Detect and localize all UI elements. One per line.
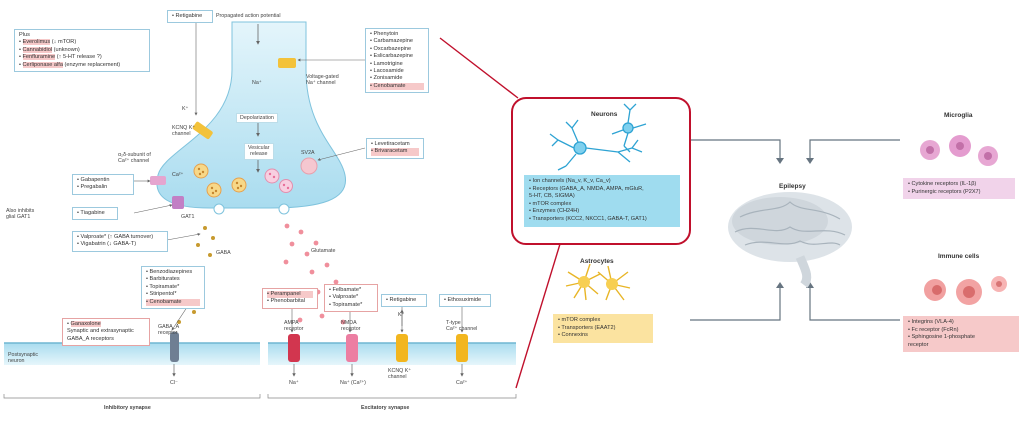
microglia-targets-list: • Cytokine receptors (IL-1β) • Purinergi…	[903, 178, 1015, 200]
drug-fenfluramine: Fenfluramine	[22, 54, 56, 61]
also-inhibits-label: Also inhibits glial GAT1	[6, 208, 35, 221]
ampa-receptor-label: AMPA receptor	[284, 320, 304, 333]
nmda-drugs-box: • Felbamate* • Valproate* • Topiramate*	[324, 284, 378, 313]
microglia-illustration	[920, 135, 998, 166]
retigabine-bottom-box: • Retigabine	[381, 294, 427, 308]
gat1-transporter	[172, 196, 184, 209]
postsynaptic-neuron-label: Postsynaptic neuron	[8, 352, 39, 365]
kcnq-label: KCNQ K⁺ channel	[172, 125, 196, 138]
immune-cells-illustration	[924, 276, 1007, 305]
gabaa-modulators-box: • Benzodiazepines • Barbiturates • Topir…	[141, 266, 205, 310]
glutamate-label: Glutamate	[311, 248, 336, 254]
ttype-channel	[456, 334, 468, 362]
a2d-channel	[150, 176, 166, 185]
ca-ion-bottom-label: Ca²⁺	[456, 380, 468, 386]
neurons-title: Neurons	[591, 111, 618, 118]
kcnq-channel-top	[192, 121, 213, 140]
immune-cells-title: Immune cells	[938, 253, 980, 260]
vesicular-release-label: Vesicular release	[244, 143, 274, 160]
cl-ion-label: Cl⁻	[170, 380, 178, 386]
tiagabine-box: • Tiagabine	[72, 207, 118, 221]
drug-cenobamate-na: Cenobamate	[373, 82, 406, 89]
na-ca-ion-label: Na⁺ (Ca²⁺)	[340, 380, 366, 386]
neuron-connector-top	[439, 37, 519, 99]
nmda-receptor-label: NMDA receptor	[341, 320, 361, 333]
brain-illustration	[728, 192, 852, 288]
neurons-targets-list: • Ion channels (Na_v, K_v, Ca_v) • Recep…	[524, 175, 680, 227]
na-channel-label: Voltage-gated Na⁺ channel	[306, 74, 339, 87]
gabapentin-box: • Gabapentin • Pregabalin	[72, 174, 134, 195]
gat1-label: GAT1	[181, 214, 195, 220]
k-ion-label: K⁺	[182, 106, 189, 112]
valproate-vigabatrin-box: • Valproate* (↑ GABA turnover) • Vigabat…	[72, 231, 168, 252]
k-ion-bottom-label: K⁺	[398, 312, 405, 318]
ganaxolone-box: • Ganaxolone Synaptic and extrasynaptic …	[62, 318, 150, 347]
a2d-subunit-label: α₂δ-subunit of Ca²⁺ channel	[118, 152, 151, 165]
kcnq-bottom-label: KCNQ K⁺ channel	[388, 368, 412, 381]
microglia-title: Microglia	[944, 112, 973, 119]
sv2a-drugs-box: • Levetiracetam • Brivaracetam	[366, 138, 424, 159]
postsynaptic-membrane-inhibitory	[4, 343, 260, 365]
plus-box-title: Plus	[19, 32, 30, 38]
astrocyte-illustration	[565, 263, 631, 301]
drug-cenobamate-gabaa: Cenobamate	[149, 298, 182, 305]
postsynaptic-membrane-excitatory	[268, 343, 516, 365]
action-potential-label: Propagated action potential	[216, 13, 281, 19]
ampa-receptor	[288, 334, 300, 362]
kcnq-channel-bottom	[396, 334, 408, 362]
gabaa-receptor-label: GABA_A receptor	[158, 324, 180, 337]
astrocytes-targets-list: • mTOR complex • Transporters (EAAT2) • …	[553, 314, 653, 343]
retigabine-top-box: • Retigabine	[167, 10, 213, 24]
drug-everolimus: Everolimus	[22, 39, 51, 46]
depolarization-label: Depolarization	[236, 113, 278, 124]
drug-cannabidiol: Cannabidiol	[22, 46, 53, 53]
ttype-label: T-type Ca²⁺ channel	[446, 320, 478, 333]
neuron-illustration	[549, 119, 643, 171]
na-ion-bottom-label: Na⁺	[289, 380, 299, 386]
excitatory-synapse-label: Excitatory synapse	[361, 405, 410, 411]
na-ion-label: Na⁺	[252, 80, 262, 86]
drug-perampanel: Perampanel	[270, 291, 301, 297]
inhibitory-synapse-label: Inhibitory synapse	[104, 405, 151, 411]
nmda-receptor	[346, 334, 358, 362]
gabaa-receptor	[170, 332, 179, 362]
sv2a-vesicle	[300, 157, 318, 175]
neuron-illustration-2	[611, 103, 647, 153]
gaba-label: GABA	[216, 250, 231, 256]
ampa-drugs-box: • Perampanel • Phenobarbital	[262, 288, 318, 309]
epilepsy-title: Epilepsy	[779, 183, 806, 190]
ethosuximide-box: • Ethosuximide	[439, 294, 491, 308]
astrocytes-title: Astrocytes	[580, 258, 614, 265]
neurons-highlight-frame	[511, 97, 691, 245]
na-channel-drugs-box: • Phenytoin • Carbamazepine • Oxcarbazep…	[365, 28, 429, 94]
plus-drug-box: Plus • Everolimus (↓ mTOR) • Cannabidiol…	[14, 29, 150, 73]
drug-brivaracetam: Brivaracetam	[374, 148, 408, 155]
neuron-connector-bottom	[515, 243, 561, 389]
immune-targets-list: • Integrins (VLA-4) • Fc receptor (FcRn)…	[903, 316, 1019, 353]
drug-ganaxolone: Ganaxolone	[70, 321, 101, 327]
drug-cerliponase: Cerliponase alfa	[22, 61, 63, 68]
gaba-vesicles	[193, 163, 247, 198]
na-channel	[278, 58, 296, 68]
sv2a-label: SV2A	[301, 150, 315, 156]
ca-ion-label: Ca²⁺	[172, 172, 184, 178]
